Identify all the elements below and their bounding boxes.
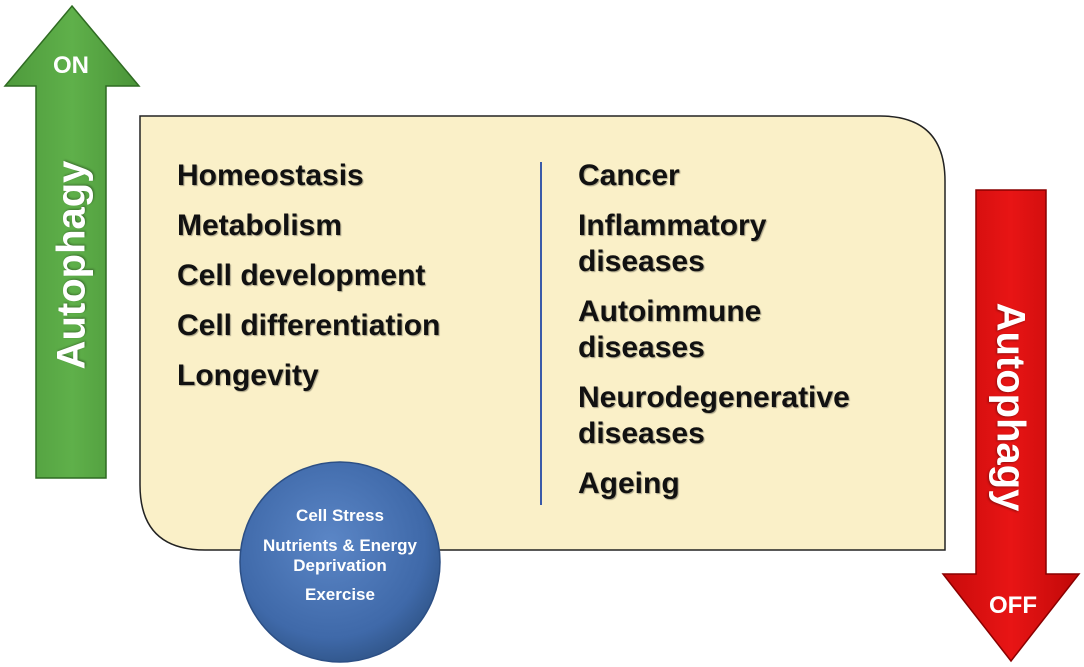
process-item: Metabolism — [177, 209, 343, 242]
trigger-cell-stress: Cell Stress — [296, 506, 384, 525]
trigger-nutrients: Nutrients & Energy — [263, 536, 417, 555]
disease-line: Ageing — [578, 467, 680, 500]
autophagy-up-label: Autophagy — [49, 160, 94, 370]
disease-line: Autoimmune — [578, 295, 762, 328]
autophagy-down-label: Autophagy — [988, 302, 1033, 512]
disease-line: Inflammatory — [578, 209, 767, 242]
trigger-deprivation: Deprivation — [293, 556, 387, 575]
autophagy-on-arrow — [3, 4, 141, 479]
beneficial-processes-list: Homeostasis Metabolism Cell development … — [177, 158, 440, 408]
trigger-exercise: Exercise — [305, 585, 375, 604]
off-label: OFF — [989, 592, 1037, 619]
disease-item: Cancer — [578, 158, 850, 194]
disease-line: diseases — [578, 417, 705, 450]
on-label: ON — [53, 52, 89, 79]
disease-line: diseases — [578, 331, 705, 364]
autophagy-off-arrow — [941, 189, 1081, 663]
disease-item: Neurodegenerative diseases — [578, 380, 850, 452]
disease-item: Inflammatory diseases — [578, 208, 850, 280]
conditions-panel — [139, 115, 946, 551]
process-item: Longevity — [177, 359, 319, 392]
disease-line: Cancer — [578, 159, 680, 192]
disease-item: Ageing — [578, 466, 850, 502]
disease-list: Cancer Inflammatory diseases Autoimmune … — [578, 158, 850, 516]
process-item: Homeostasis — [177, 159, 364, 192]
disease-item: Autoimmune diseases — [578, 294, 850, 366]
disease-line: Neurodegenerative — [578, 381, 850, 414]
triggers-circle — [239, 461, 441, 663]
process-item: Cell differentiation — [177, 309, 441, 342]
disease-line: diseases — [578, 245, 705, 278]
process-item: Cell development — [177, 259, 426, 292]
